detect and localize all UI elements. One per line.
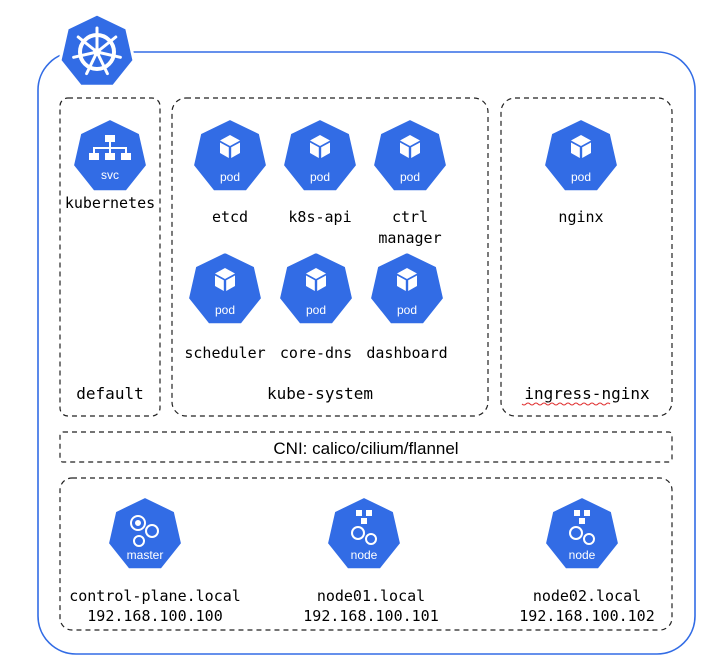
pod-icon: pod [281, 117, 359, 193]
cluster-border [37, 51, 696, 655]
cni-box [59, 431, 673, 463]
nodes-box [59, 477, 673, 631]
pod-icon: pod [371, 117, 449, 193]
pod-name: dashboard [366, 344, 447, 362]
service-network-icon [89, 135, 131, 160]
pod-name: scheduler [184, 344, 265, 362]
node-badge: master [127, 548, 164, 562]
node-badge: node [569, 548, 596, 562]
kubernetes-helm-wheel-icon [58, 12, 136, 88]
pod-name: core-dns [280, 344, 352, 362]
node-hostname: node02.local [533, 587, 641, 605]
node-badge: node [351, 548, 378, 562]
pod-badge: pod [397, 303, 417, 317]
pod-icon: pod [277, 250, 355, 326]
pod-name: etcd [212, 208, 248, 226]
namespace-ingress-nginx-box [500, 97, 673, 417]
pod-icon: pod [542, 117, 620, 193]
worker-node-icon: node [543, 495, 621, 571]
pod-badge: pod [310, 170, 330, 184]
pod-icon: pod [368, 250, 446, 326]
pod-badge: pod [220, 170, 240, 184]
cni-label: CNI: calico/cilium/flannel [273, 439, 458, 458]
service-name: kubernetes [65, 194, 155, 212]
namespace-default-box [59, 97, 161, 417]
pod-name-line2: manager [378, 229, 441, 247]
node-ip: 192.168.100.100 [87, 607, 222, 625]
spellcheck-underline [521, 402, 611, 406]
pod-badge: pod [306, 303, 326, 317]
master-gears-icon [130, 515, 159, 547]
pod-name: ctrl [392, 208, 428, 226]
namespace-default-label: default [76, 384, 143, 403]
node-gears-icon [569, 510, 595, 545]
node-hostname: control-plane.local [69, 587, 241, 605]
worker-node-icon: node [325, 495, 403, 571]
master-node-icon: master [106, 495, 184, 571]
pod-badge: pod [215, 303, 235, 317]
node-ip: 192.168.100.101 [303, 607, 438, 625]
pod-icon: pod [191, 117, 269, 193]
service-badge: svc [101, 168, 119, 182]
service-kubernetes: svc [71, 117, 149, 193]
namespace-ingress-nginx-label: ingress-nginx [524, 384, 650, 403]
pod-name: k8s-api [288, 208, 351, 226]
pods-layer: pod etcd pod k8s-api pod ctrl manager pod schedu… [184, 117, 620, 362]
pod-badge: pod [571, 170, 591, 184]
node-ip: 192.168.100.102 [519, 607, 654, 625]
namespace-kube-system-label: kube-system [267, 384, 373, 403]
namespace-kube-system-box [171, 97, 489, 417]
node-gears-icon [351, 510, 377, 545]
pod-badge: pod [400, 170, 420, 184]
node-hostname: node01.local [317, 587, 425, 605]
pod-icon: pod [186, 250, 264, 326]
pod-name: nginx [558, 208, 603, 226]
nodes-layer: master control-plane.local 192.168.100.100… [69, 495, 655, 625]
